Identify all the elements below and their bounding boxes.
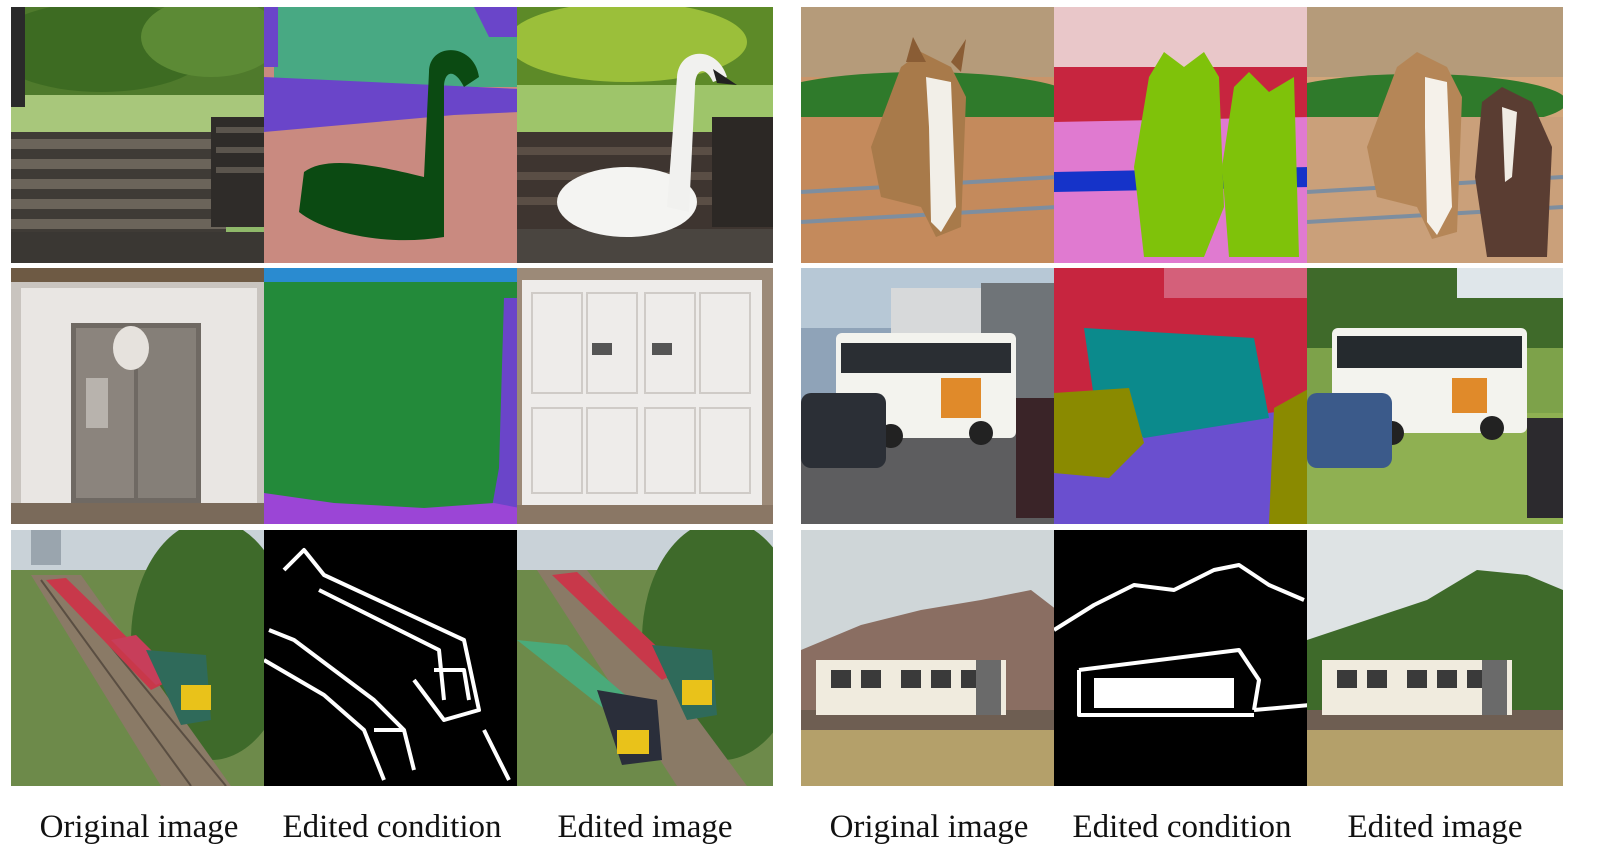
caption-edited-image-left: Edited image (557, 809, 733, 845)
white-train-mountain-photo (801, 530, 1057, 786)
freight-train-photo (11, 530, 267, 786)
two-trains-photo (517, 530, 773, 786)
image-bus-original (801, 268, 1057, 524)
image-swan-edited (517, 7, 773, 263)
bus-street-photo (801, 268, 1057, 524)
image-two-trains-edited (517, 530, 773, 786)
caption-edited-condition-right: Edited condition (1072, 809, 1292, 845)
condition-swan-segmentation (264, 7, 520, 263)
image-horse-original (801, 7, 1057, 263)
image-horses-edited (1307, 7, 1563, 263)
mountain-edge-map (1054, 530, 1310, 786)
bus-seg-map (1054, 268, 1310, 524)
image-bench-original (11, 7, 267, 263)
caption-original-image-left: Original image (39, 809, 239, 845)
bus-grass-photo (1307, 268, 1563, 524)
bench-photo (11, 7, 267, 263)
swan-seg-map (264, 7, 520, 263)
trains-edge-map (264, 530, 520, 786)
image-wardrobe-edited (517, 268, 773, 524)
swan-photo (517, 7, 773, 263)
image-freight-train-original (11, 530, 267, 786)
condition-horse-segmentation (1054, 7, 1310, 263)
image-white-train-original (801, 530, 1057, 786)
horse-seg-map (1054, 7, 1310, 263)
wardrobe-photo (517, 268, 773, 524)
two-horses-photo (1307, 7, 1563, 263)
wardrobe-seg-map (264, 268, 520, 524)
image-bus-edited (1307, 268, 1563, 524)
condition-wardrobe-segmentation (264, 268, 520, 524)
condition-trains-edge-map (264, 530, 520, 786)
image-fridge-original (11, 268, 267, 524)
horse-photo (801, 7, 1057, 263)
white-train-hills-photo (1307, 530, 1563, 786)
fridge-photo (11, 268, 267, 524)
caption-original-image-right: Original image (829, 809, 1029, 845)
condition-bus-segmentation (1054, 268, 1310, 524)
caption-edited-image-right: Edited image (1347, 809, 1523, 845)
image-white-train-edited (1307, 530, 1563, 786)
condition-mountain-edge-map (1054, 530, 1310, 786)
caption-edited-condition-left: Edited condition (282, 809, 502, 845)
